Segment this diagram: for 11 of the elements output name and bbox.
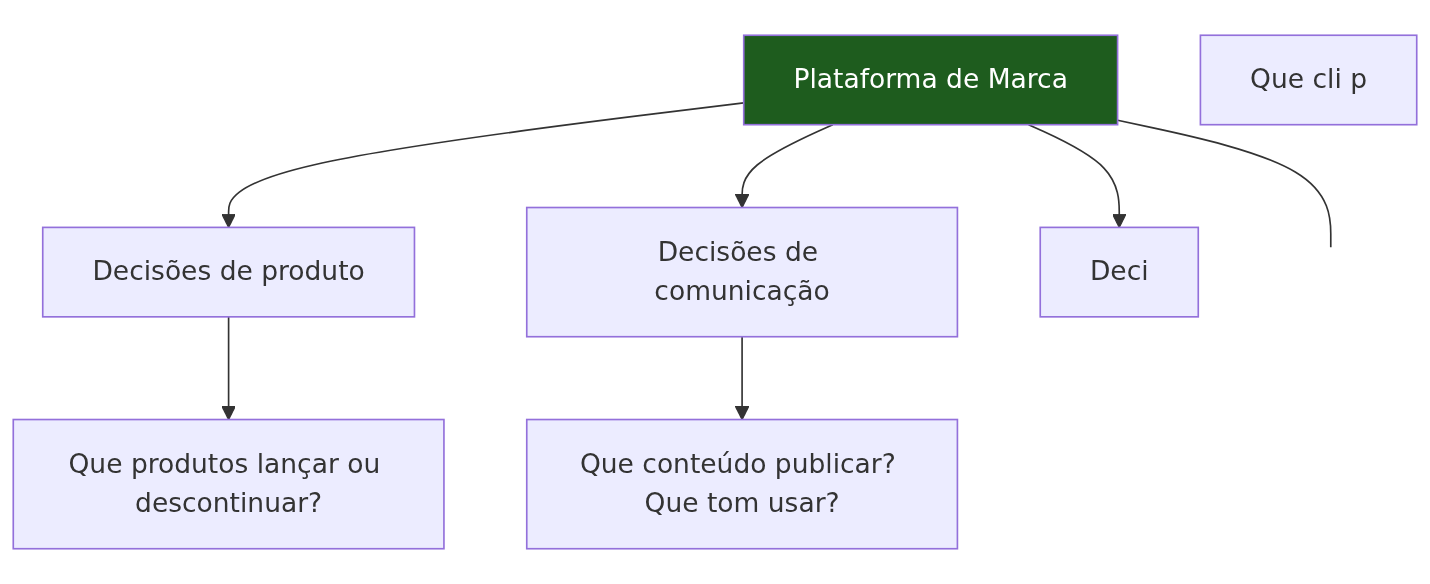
node-box: Deci [1039,226,1200,318]
connector [1116,119,1332,249]
node-box: Que conteúdo publicar? Que tom usar? [525,418,959,550]
arrow [734,335,750,421]
node-box: Decisões de produto [41,226,416,318]
arrow [734,123,834,209]
node-box: Que produtos lançar ou descontinuar? [12,418,445,550]
node-box: Plataforma de Marca [742,34,1119,126]
node-box: Que cli p [1199,34,1418,126]
node-box: Decisões de comunicação [525,206,959,338]
arrow [221,316,236,421]
